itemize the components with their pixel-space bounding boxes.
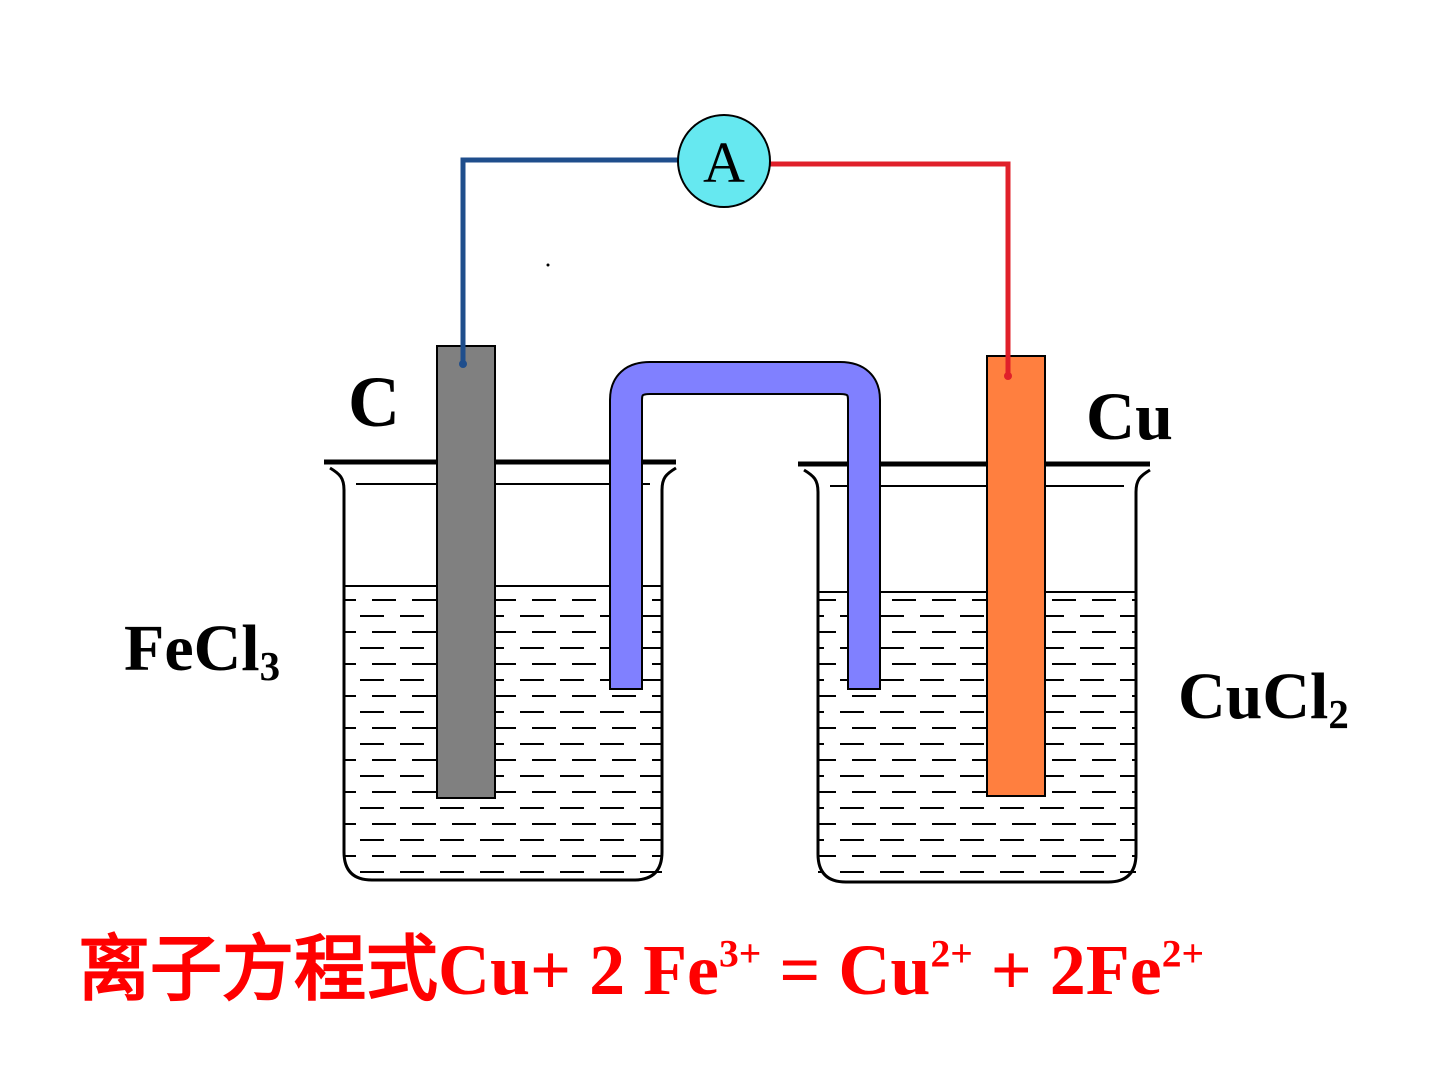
carbon-electrode: [436, 345, 496, 799]
copper-electrode: [986, 355, 1046, 797]
right-solution-label: CuCl2: [1178, 664, 1349, 736]
fecl-base: FeCl: [124, 612, 260, 685]
copper-electrode-label: Cu: [1086, 382, 1173, 450]
carbon-electrode-label: C: [348, 366, 400, 438]
right-wire: [768, 161, 1011, 378]
left-solution-label: FeCl3: [124, 616, 280, 688]
equation-mid2: + 2Fe: [972, 930, 1162, 1010]
left-wire: [460, 157, 680, 366]
ammeter-letter: A: [703, 130, 745, 195]
carbon-symbol: C: [348, 362, 400, 442]
copper-symbol: Cu: [1086, 378, 1173, 454]
equation-charge-fe3: 3+: [719, 931, 762, 976]
equation-mid: = Cu: [761, 930, 931, 1010]
cucl-subscript: 2: [1328, 692, 1349, 738]
ionic-equation: 离子方程式Cu+ 2 Fe3+ = Cu2+ + 2Fe2+: [78, 931, 1205, 1006]
equation-charge-cu2: 2+: [930, 931, 973, 976]
fecl-subscript: 3: [259, 644, 281, 690]
cucl-base: CuCl: [1178, 660, 1329, 733]
equation-prefix: 离子方程式Cu+ 2 Fe: [78, 930, 720, 1010]
equation-charge-fe2: 2+: [1161, 931, 1205, 976]
ammeter: A: [677, 114, 771, 208]
